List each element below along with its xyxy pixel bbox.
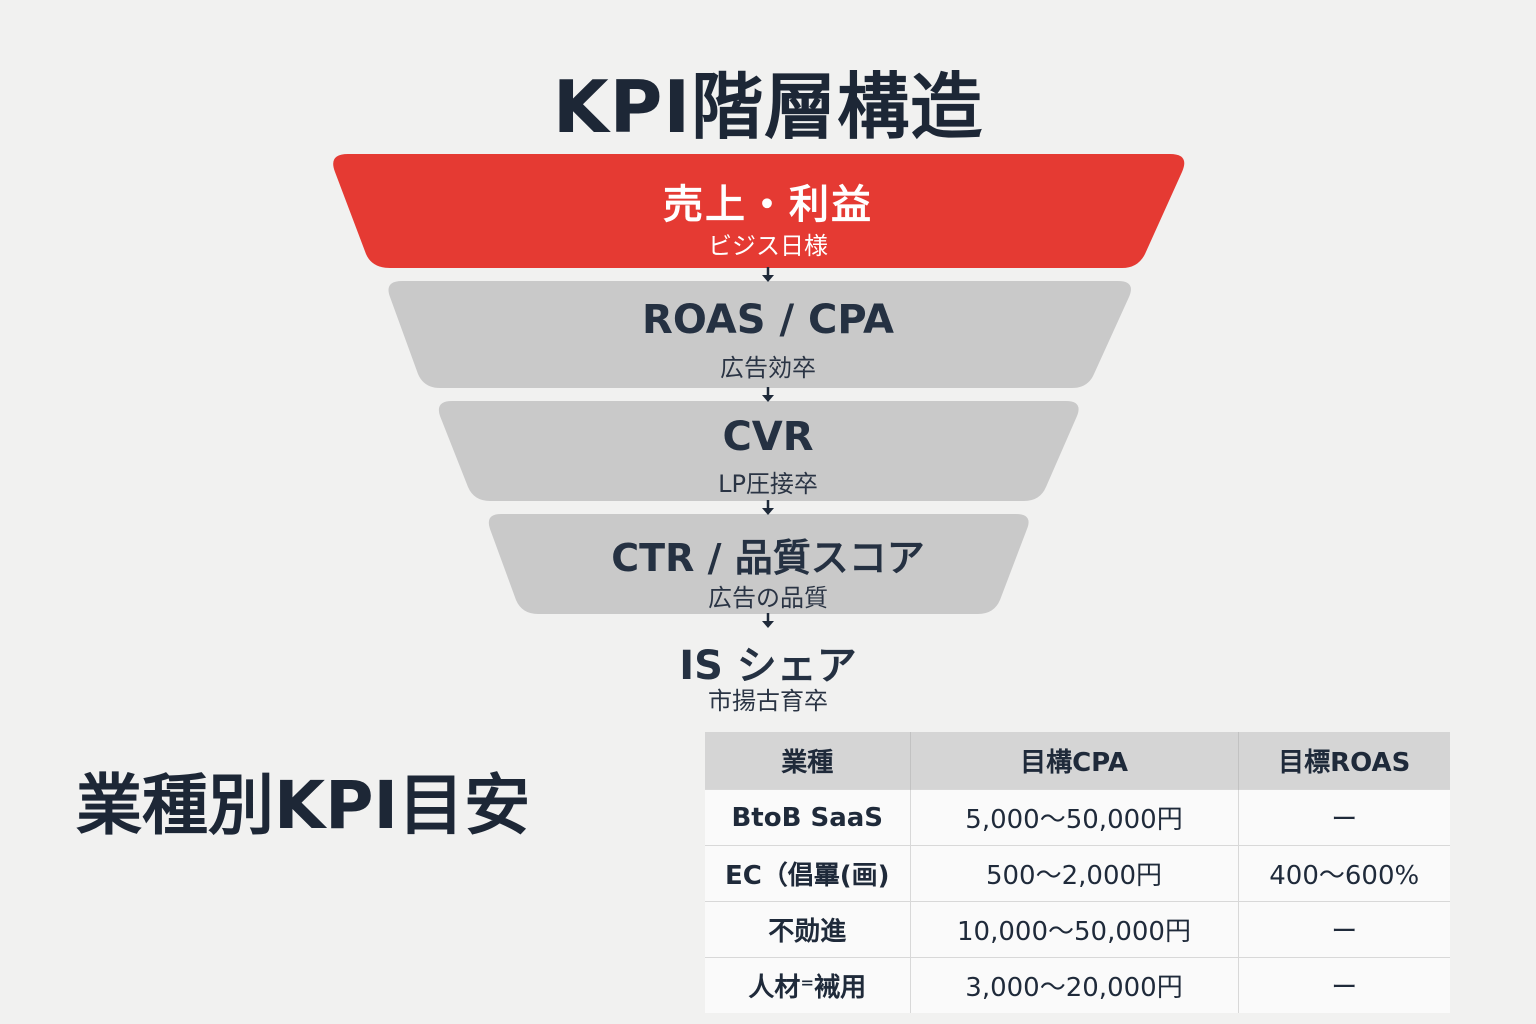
table-row: 不勋進 10,000～50,000円 ー — [705, 901, 1450, 958]
level-title-cvr: CVR — [722, 414, 814, 460]
table-row: BtoB SaaS 5,000～50,000円 ー — [705, 789, 1450, 846]
industry-cell: EC（倡罼(画) — [705, 845, 911, 902]
level-sub-is-share: 市揚古育卒 — [708, 687, 828, 715]
level-shape-cvr — [438, 401, 1079, 501]
column-header-target-cpa: 目構CPA — [910, 732, 1239, 790]
level-title-roas-cpa: ROAS / CPA — [642, 297, 894, 343]
target-cpa-cell: 3,000～20,000円 — [910, 957, 1239, 1013]
arrow-down-icon — [762, 613, 774, 628]
table-header-row: 業種 目構CPA 目標ROAS — [705, 732, 1450, 790]
section-title-industry-kpi: 業種別KPI目安 — [76, 767, 531, 844]
level-shape-roas-cpa — [388, 281, 1131, 388]
level-title-ctr-quality: CTR / 品質スコア — [611, 536, 925, 580]
column-header-target-roas: 目標ROAS — [1238, 732, 1450, 790]
level-title-is-share: IS シェア — [679, 643, 857, 689]
target-cpa-cell: 5,000～50,000円 — [910, 789, 1239, 846]
target-roas-cell: ー — [1238, 957, 1450, 1013]
arrow-down-icon — [762, 500, 774, 515]
arrow-down-icon — [762, 267, 774, 282]
target-roas-cell: 400～600% — [1238, 845, 1450, 902]
level-sub-sales-profit: ビジス日様 — [708, 232, 828, 260]
arrow-down-icon — [762, 387, 774, 402]
industry-cell: 不勋進 — [705, 901, 911, 958]
level-sub-roas-cpa: 広告効卒 — [720, 354, 816, 382]
industry-cell: BtoB SaaS — [705, 789, 911, 846]
level-sub-ctr-quality: 広告の品質 — [708, 584, 828, 612]
table-row: 人材⁼裓用 3,000～20,000円 ー — [705, 957, 1450, 1013]
column-header-industry: 業種 — [705, 732, 911, 790]
target-cpa-cell: 500～2,000円 — [910, 845, 1239, 902]
target-roas-cell: ー — [1238, 789, 1450, 846]
target-cpa-cell: 10,000～50,000円 — [910, 901, 1239, 958]
level-shape-ctr-quality — [488, 514, 1029, 614]
level-sub-cvr: LP圧接卒 — [718, 470, 818, 498]
industry-cell: 人材⁼裓用 — [705, 957, 911, 1013]
table-row: EC（倡罼(画) 500～2,000円 400～600% — [705, 845, 1450, 902]
level-shape-sales-profit — [333, 154, 1185, 268]
level-title-sales-profit: 売上・利益 — [663, 182, 873, 228]
industry-kpi-table: 業種 目構CPA 目標ROAS BtoB SaaS 5,000～50,000円 … — [705, 732, 1450, 1013]
page-title: KPI階層構造 — [552, 65, 984, 149]
target-roas-cell: ー — [1238, 901, 1450, 958]
